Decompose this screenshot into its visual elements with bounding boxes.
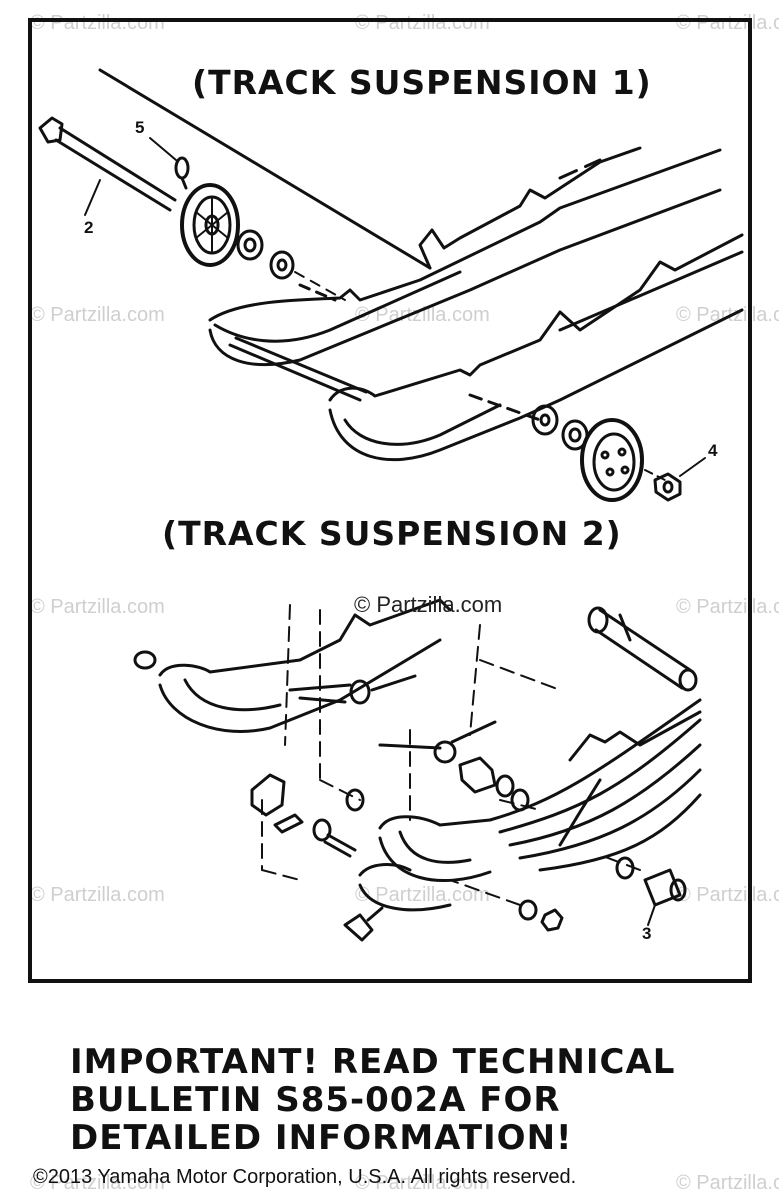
watermark: © Partzilla.com xyxy=(355,12,490,34)
collar-right xyxy=(510,788,530,812)
nut-part-4 xyxy=(653,457,706,502)
screw-lower xyxy=(343,906,384,942)
notice-line-2: BULLETIN S85-002A FOR xyxy=(70,1080,561,1120)
diagram-frame xyxy=(28,18,752,983)
collar-upper xyxy=(269,250,295,280)
suspension-2-title: (TRACK SUSPENSION 2) xyxy=(162,514,622,553)
plate-part xyxy=(273,813,304,834)
copyright-text: ©2013 Yamaha Motor Corporation, U.S.A. A… xyxy=(33,1166,577,1188)
watermark: © Partzilla.com xyxy=(676,12,779,34)
collar-lower xyxy=(531,404,559,436)
rail-front-curved xyxy=(358,815,492,912)
collar-center xyxy=(345,788,365,812)
important-notice: IMPORTANT! READ TECHNICAL BULLETIN S85-0… xyxy=(70,1043,750,1157)
spring-arm xyxy=(288,674,497,764)
watermark: © Partzilla.com xyxy=(30,1172,165,1194)
block-part xyxy=(250,773,286,817)
watermark: © Partzilla.com xyxy=(30,12,165,34)
cross-shaft xyxy=(228,283,542,422)
watermark: © Partzilla.com xyxy=(30,884,165,906)
suspension-1-title: (TRACK SUSPENSION 1) xyxy=(192,63,652,102)
shaft-part-3 xyxy=(643,868,687,926)
callout-4: 4 xyxy=(708,441,718,460)
watermark: © Partzilla.com xyxy=(676,1172,779,1194)
slide-rail-middle xyxy=(208,148,722,367)
watermark: © Partzilla.com xyxy=(676,304,779,326)
watermark: © Partzilla.com xyxy=(355,1172,490,1194)
watermark: © Partzilla.com xyxy=(355,304,490,326)
callout-2: 2 xyxy=(84,218,94,237)
washer-lower xyxy=(518,899,564,932)
collar-right-lower xyxy=(615,856,635,880)
watermark: © Partzilla.com xyxy=(30,304,165,326)
watermark: © Partzilla.com xyxy=(676,596,779,618)
watermark: © Partzilla.com xyxy=(30,596,165,618)
rail-right xyxy=(488,698,702,872)
slide-rail-front xyxy=(328,233,744,462)
bearing-upper xyxy=(236,229,264,261)
rail-left-upper xyxy=(133,598,452,733)
cotter-pin-part-5 xyxy=(149,137,190,190)
shaft-upper xyxy=(587,606,698,692)
spacer-center xyxy=(458,756,515,798)
idler-wheel-upper xyxy=(180,183,240,267)
bolt-part-2 xyxy=(38,116,177,216)
slide-rail-rear xyxy=(98,68,642,270)
watermark: © Partzilla.com xyxy=(676,884,779,906)
adjuster-bolt xyxy=(312,818,357,858)
center-watermark: © Partzilla.com xyxy=(354,592,503,617)
watermark: © Partzilla.com xyxy=(355,884,490,906)
callout-5: 5 xyxy=(135,118,145,137)
idler-wheel-lower xyxy=(580,418,644,502)
callout-3: 3 xyxy=(642,924,652,943)
notice-line-1: IMPORTANT! READ TECHNICAL xyxy=(70,1042,676,1082)
notice-line-3: DETAILED INFORMATION! xyxy=(70,1118,573,1158)
